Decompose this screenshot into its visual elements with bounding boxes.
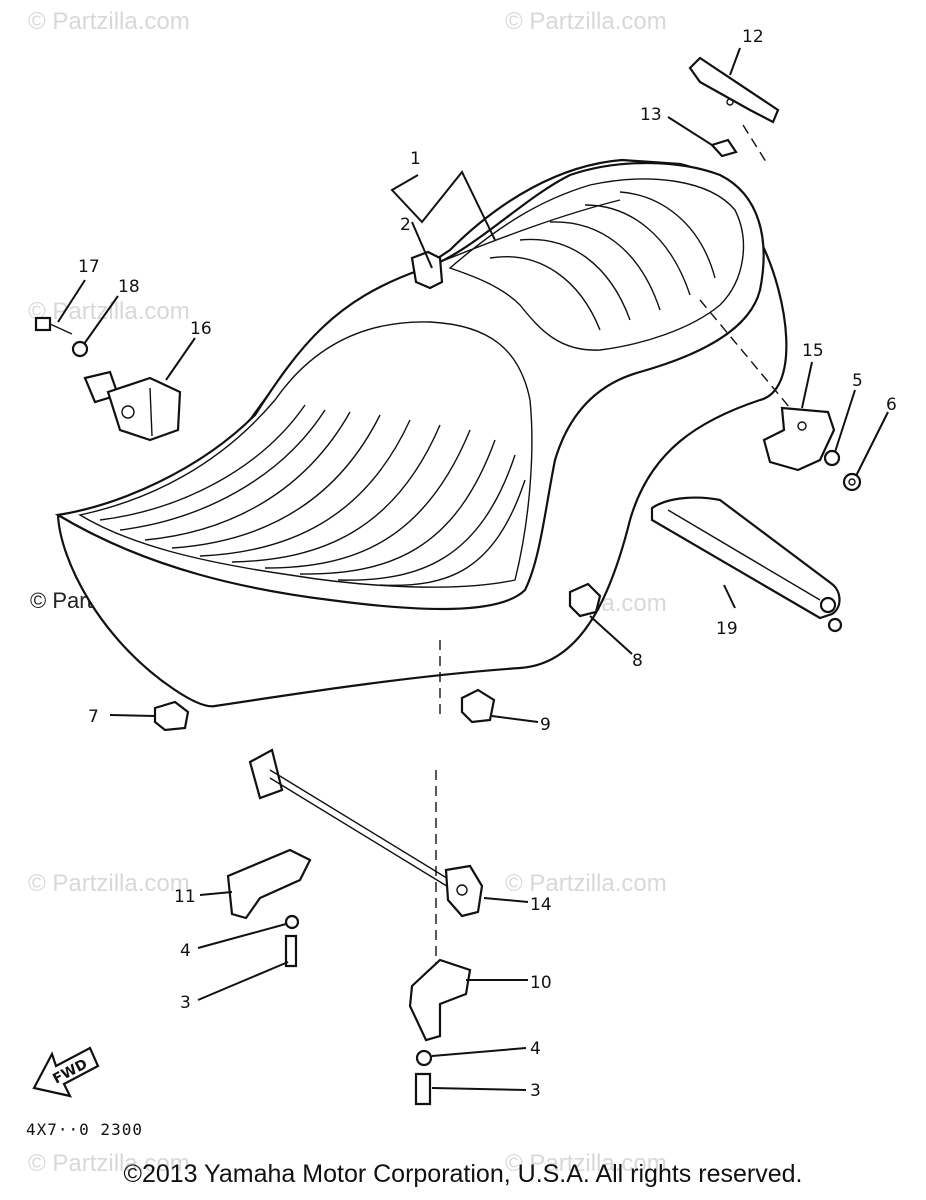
watermark: © Partzilla.com — [505, 8, 667, 35]
callout-4: 4 — [180, 941, 191, 961]
watermark: © Partzilla.com — [28, 298, 190, 325]
part-18-washer[interactable] — [71, 340, 89, 358]
watermark: © Partzilla.com — [505, 1150, 667, 1177]
part-12-plate[interactable] — [688, 56, 780, 124]
part-13-clip[interactable] — [710, 138, 738, 158]
part-15-bracket[interactable] — [762, 406, 836, 472]
part-9-damper[interactable] — [460, 688, 496, 724]
callout-9: 9 — [540, 715, 551, 735]
part-10-bracket[interactable] — [408, 958, 472, 1042]
callout-8: 8 — [632, 651, 643, 671]
callout-17: 17 — [78, 257, 100, 277]
part-16-lock[interactable] — [83, 370, 182, 442]
part-14-lock-rod[interactable] — [248, 748, 484, 918]
part-19-grab-rail[interactable] — [650, 496, 843, 633]
callout-16: 16 — [190, 319, 212, 339]
seat-assembly[interactable] — [54, 124, 801, 1000]
diagram-code: 4X7··0 2300 — [26, 1120, 143, 1139]
part-8-damper[interactable] — [568, 582, 602, 618]
part-17-bolt[interactable] — [34, 316, 73, 335]
callout-14: 14 — [530, 895, 552, 915]
watermark: © Partzilla.com — [505, 870, 667, 897]
callout-18: 18 — [118, 277, 140, 297]
callout-1: 1 — [410, 149, 421, 169]
callout-19: 19 — [716, 619, 738, 639]
callout-10: 10 — [530, 973, 552, 993]
part-4-washer[interactable] — [415, 1049, 433, 1067]
part-5-nut[interactable] — [823, 449, 841, 467]
watermark: © Partzilla.com — [28, 8, 190, 35]
part-3-bolt[interactable] — [284, 934, 298, 968]
part-11-bracket[interactable] — [226, 848, 312, 920]
part-7-damper[interactable] — [153, 700, 190, 732]
fwd-arrow-icon: FWD — [32, 1046, 100, 1098]
watermark: © Partzilla.com — [28, 1150, 190, 1177]
callout-13: 13 — [640, 105, 662, 125]
copyright-notice: ©2013 Yamaha Motor Corporation, U.S.A. A… — [123, 1160, 803, 1188]
part-3-bolt[interactable] — [414, 1072, 432, 1106]
callout-4: 4 — [530, 1039, 541, 1059]
callout-3: 3 — [180, 993, 191, 1013]
watermark: © Partzilla.com — [28, 870, 190, 897]
callout-11: 11 — [174, 887, 196, 907]
callout-6: 6 — [886, 395, 897, 415]
callout-2: 2 — [400, 215, 411, 235]
callout-3: 3 — [530, 1081, 541, 1101]
callout-15: 15 — [802, 341, 824, 361]
part-4-washer[interactable] — [284, 914, 300, 930]
callout-12: 12 — [742, 27, 764, 47]
callout-5: 5 — [852, 371, 863, 391]
part-6-washer[interactable] — [842, 472, 862, 492]
callout-7: 7 — [88, 707, 99, 727]
